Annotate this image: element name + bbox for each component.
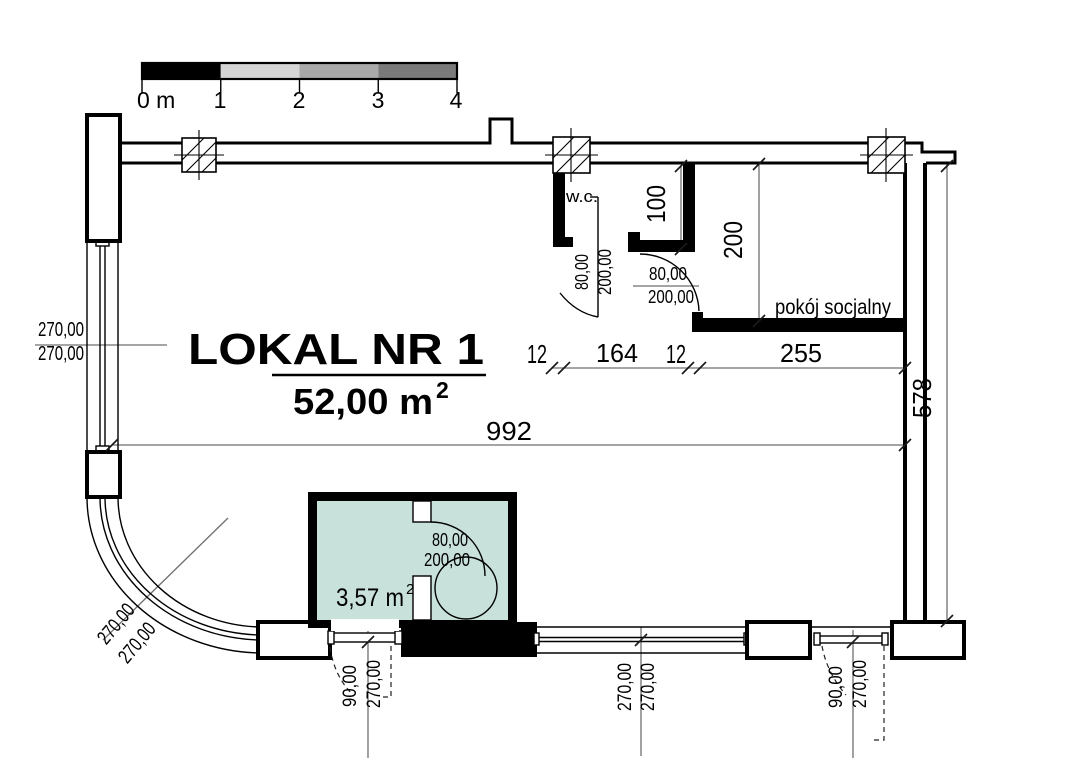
bath-fixture-circle [434, 556, 498, 620]
dim-social-height: 200 [718, 221, 748, 259]
scale-segment-3 [299, 63, 379, 79]
left-pillar-top [85, 113, 122, 243]
dim-left-window-bottom: 270,00 [38, 343, 84, 365]
scale-label-4: 4 [450, 87, 463, 113]
scale-label-1: 1 [214, 87, 227, 113]
wc-room [553, 163, 700, 318]
curve-leader [102, 517, 229, 641]
dim-entry-right-height: 270,00 [850, 660, 871, 708]
dim-social-door-width: 80,00 [649, 264, 687, 284]
dim-mid-window-b: 270,00 [638, 663, 659, 711]
bathroom [308, 492, 517, 631]
scale-ticks [141, 79, 458, 93]
column-hatch-right [860, 128, 913, 182]
scale-bar: 0 m 1 2 3 4 [137, 61, 463, 113]
bottom-window-cap-left [533, 632, 540, 646]
labels: LOKAL NR 1 52,00 m 2 w.c. pokój socjalny… [38, 185, 937, 711]
dim-wc-width: 100 [641, 185, 671, 223]
dim-mid-window-a: 270,00 [615, 663, 636, 711]
dim-row-164: 164 [596, 338, 638, 368]
bath-area-label: 3,57 m [336, 584, 404, 612]
curve-glaze-1 [99, 496, 261, 641]
dim-bath-door-height: 200,00 [424, 550, 470, 570]
unit-area-sup: 2 [436, 377, 449, 403]
entry-left-dash [381, 646, 392, 698]
bath-area-sup: 2 [406, 581, 414, 598]
entry-right-dash [872, 646, 885, 741]
bottom-pillar-mid [745, 620, 812, 660]
dimension-lines [35, 164, 948, 758]
dim-row-255: 255 [780, 338, 822, 368]
dim-bath-door-width: 80,00 [432, 530, 468, 550]
entry-right-swing [821, 645, 847, 696]
unit-area: 52,00 m [293, 381, 433, 422]
wc-left-wall [553, 173, 573, 247]
dim-wc-door-width: 80,00 [572, 254, 592, 290]
curve-outer-line [86, 496, 261, 654]
left-pillar-bottom [85, 450, 122, 499]
social-label: pokój socjalny [775, 296, 891, 319]
entry-left-leaf [330, 632, 400, 643]
entry-left-swing [329, 646, 354, 696]
scale-label-2: 2 [293, 87, 306, 113]
scale-label-0: 0 m [137, 87, 175, 113]
top-wall-outer [120, 117, 957, 165]
dim-total-width: 992 [486, 416, 532, 446]
dim-entry-left-height: 270,00 [364, 660, 385, 708]
dim-entry-right-width: 90,00 [826, 666, 847, 708]
dimension-ticks [105, 157, 954, 649]
bottom-pillar-corner [890, 620, 966, 660]
bath-wall-gap [331, 619, 399, 631]
dim-row-12a: 12 [527, 339, 547, 369]
left-window [86, 239, 119, 453]
scale-segment-2 [220, 63, 300, 79]
curve-glaze-2 [104, 496, 261, 636]
scale-label-3: 3 [372, 87, 385, 113]
column-hatch-left [174, 130, 224, 180]
social-bottom-wall [692, 312, 905, 332]
entry-door-left [327, 630, 403, 698]
column-hatch-mid [545, 128, 598, 182]
dim-wc-door-height: 200,00 [595, 249, 615, 295]
scale-segment-4 [378, 63, 457, 79]
dim-social-door-height: 200,00 [648, 287, 694, 307]
scale-segment-1 [142, 63, 221, 79]
wc-partition-wall [628, 163, 695, 252]
dim-left-window-top: 270,00 [38, 319, 84, 341]
dim-row-12b: 12 [666, 339, 686, 369]
bath-jamb-top [412, 500, 432, 523]
dim-entry-left-width: 90,00 [340, 665, 361, 707]
dim-right-height: 578 [907, 378, 937, 418]
bath-door-swing [430, 521, 486, 577]
wc-label: w.c. [565, 187, 598, 206]
curve-inner-line [117, 496, 261, 628]
bath-partition [412, 575, 432, 621]
social-room [692, 312, 905, 332]
wc-door-swing [559, 292, 599, 318]
unit-title: LOKAL NR 1 [188, 325, 484, 374]
curved-window-wall [86, 496, 261, 654]
social-door-swing [639, 253, 700, 312]
